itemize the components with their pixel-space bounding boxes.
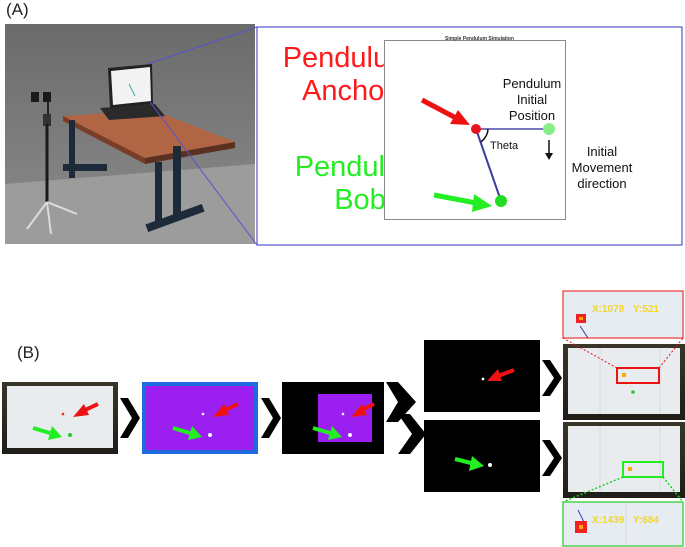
table-top <box>63 110 235 158</box>
movement-label: Initial Movement direction <box>571 144 633 191</box>
simulation-title: Simple Pendulum Simulation <box>445 36 514 42</box>
red-detection-frame <box>563 344 685 420</box>
red-y-readout: Y:521 <box>633 304 659 315</box>
green-mask-frame <box>424 420 540 492</box>
pipeline-arrow <box>120 398 140 438</box>
initial-position-label: Pendulum Initial Position <box>502 76 562 123</box>
pipeline-diagram <box>2 290 685 547</box>
theta-arc <box>480 128 489 143</box>
green-detection-box <box>622 461 664 478</box>
bob-arrow <box>433 192 477 206</box>
panel-b-label: (B) <box>17 343 40 362</box>
red-x-readout: X:1078 <box>592 304 625 315</box>
theta-label: Theta <box>490 140 519 152</box>
anchor-arrow <box>420 97 458 121</box>
zoom-connector <box>147 26 683 246</box>
bob-dot <box>495 195 507 207</box>
initial-position-dot <box>543 123 555 135</box>
panel-a-label: (A) <box>6 0 29 19</box>
green-x-readout: X:1439 <box>592 515 625 526</box>
red-detection-box <box>616 367 660 384</box>
green-zoom-inset <box>562 476 684 547</box>
green-detection-frame <box>563 422 685 498</box>
hsv-frame <box>142 382 258 454</box>
green-y-readout: Y:684 <box>633 515 659 526</box>
anchor-dot <box>471 124 481 134</box>
camera <box>31 92 39 102</box>
pendulum-diagram <box>420 97 555 212</box>
lab-scene-render <box>5 24 255 244</box>
raw-frame <box>2 382 118 454</box>
table-leg <box>173 146 181 216</box>
cropped-frame <box>282 382 384 454</box>
red-mask-frame <box>424 340 540 412</box>
red-zoom-inset <box>562 290 684 369</box>
pendulum-rod <box>475 128 502 202</box>
